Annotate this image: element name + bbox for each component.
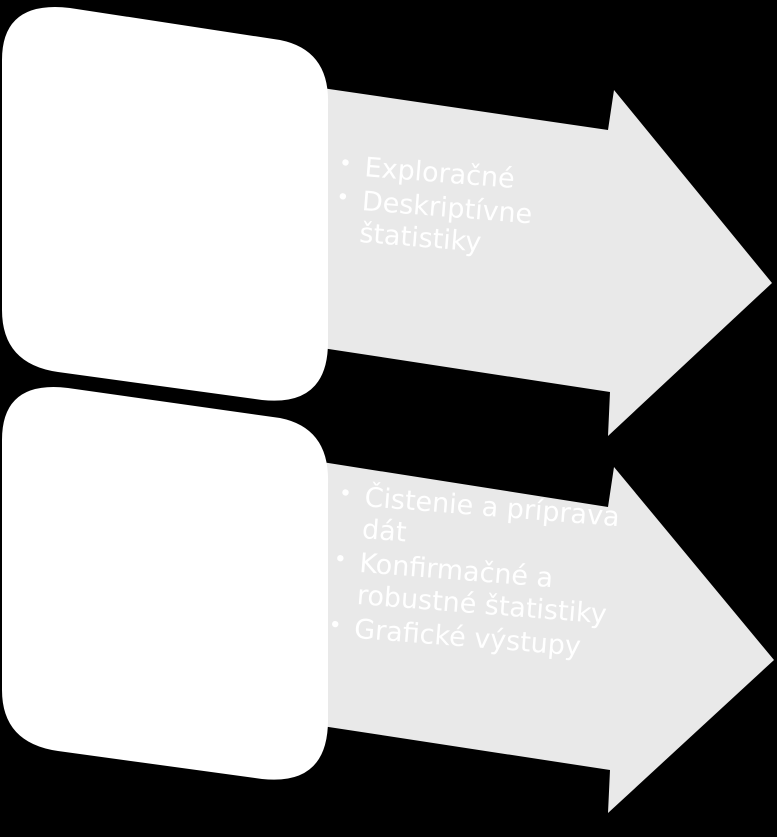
arrow-2: [322, 462, 774, 813]
bullet-icon: •: [335, 185, 351, 211]
box-2: [2, 387, 329, 780]
bullet-icon: •: [337, 151, 353, 178]
box-1: [2, 7, 329, 401]
bullet-icon: •: [327, 612, 343, 639]
bullet-icon: •: [332, 546, 348, 573]
bullet-icon: •: [337, 481, 353, 508]
arrow-1: [322, 88, 772, 436]
arrow-1-list: •Exploračné •Deskriptívne štatistiky: [330, 150, 567, 268]
arrow-2-list: •Čistenie a príprava dát •Konfirmačné a …: [325, 480, 637, 669]
